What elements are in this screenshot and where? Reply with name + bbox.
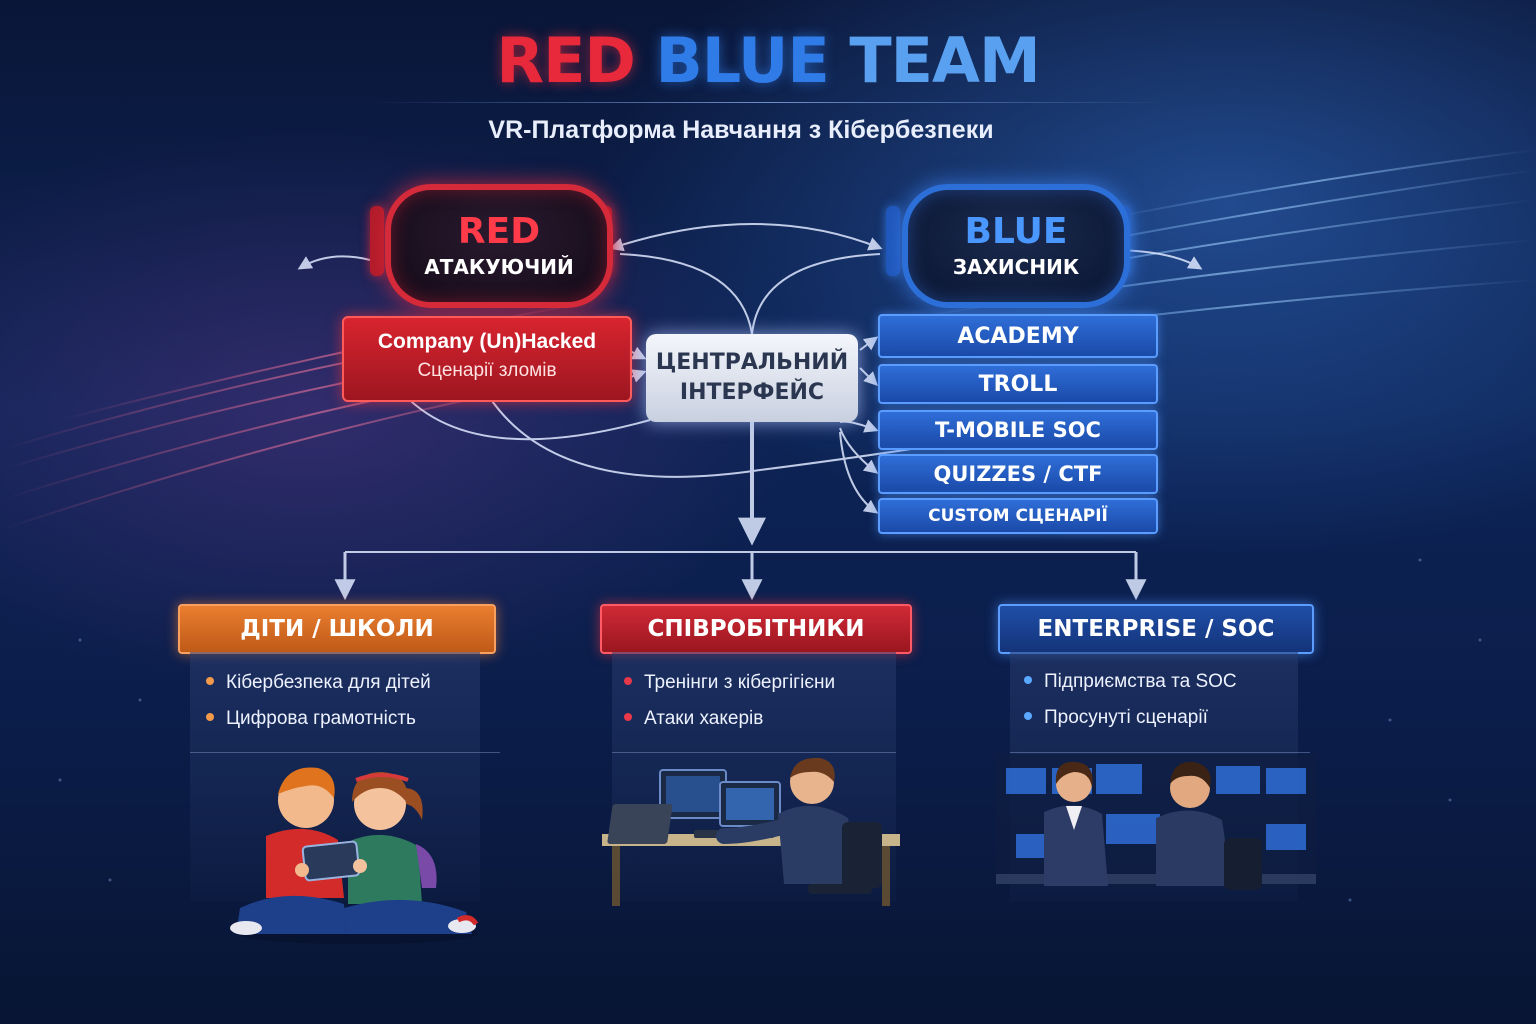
bullet-dot xyxy=(206,712,214,721)
module-label: T-MOBILE SOC xyxy=(935,418,1101,442)
bullet-dot xyxy=(1024,675,1032,684)
module-label: TROLL xyxy=(978,371,1058,397)
audience-employees-title: СПІВРОБІТНИКИ xyxy=(647,616,865,642)
audience-kids-title: ДІТИ / ШКОЛИ xyxy=(240,616,434,642)
panel-divider xyxy=(612,752,896,753)
panel-divider xyxy=(190,752,500,753)
module-quizzes-ctf-button[interactable]: QUIZZES / CTF xyxy=(878,454,1158,494)
module-label: QUIZZES / CTF xyxy=(933,462,1103,486)
audience-kids-bullet-1: Кібербезпека для дітей xyxy=(206,672,431,694)
audience-kids-bullet-2: Цифрова грамотність xyxy=(206,708,416,730)
bullet-text: Атаки хакерів xyxy=(644,708,764,729)
title-team-word: TEAM xyxy=(849,24,1040,97)
vr-headset-red-icon[interactable]: RED АТАКУЮЧИЙ xyxy=(385,184,613,308)
audience-enterprise-bullet-2: Просунуті сценарії xyxy=(1024,707,1208,729)
bullet-dot xyxy=(624,676,632,685)
red-team-name: RED xyxy=(457,211,541,252)
bullet-text: Цифрова грамотність xyxy=(226,708,416,729)
blue-headset-strap-left xyxy=(886,206,900,276)
module-tmobile-soc-button[interactable]: T-MOBILE SOC xyxy=(878,410,1158,450)
bullet-dot xyxy=(206,676,214,685)
page-subtitle: VR-Платформа Навчання з Кібербезпеки xyxy=(488,116,994,144)
module-label: CUSTOM СЦЕНАРІЇ xyxy=(928,506,1108,526)
central-line-2: ІНТЕРФЕЙС xyxy=(679,380,825,405)
red-card-subtitle: Сценарії зломів xyxy=(417,360,557,381)
title-red-word: RED xyxy=(496,24,636,97)
module-custom-scenarios-button[interactable]: CUSTOM СЦЕНАРІЇ xyxy=(878,498,1158,534)
red-team-role: АТАКУЮЧИЙ xyxy=(424,255,574,279)
red-scenarios-card[interactable]: Company (Un)Hacked Сценарії зломів xyxy=(342,316,632,402)
employee-computer-illustration xyxy=(602,757,900,906)
audience-enterprise-header[interactable]: ENTERPRISE / SOC xyxy=(998,604,1314,654)
panel-divider xyxy=(1010,752,1310,753)
red-headset-strap-left xyxy=(370,206,384,276)
module-academy-button[interactable]: ACADEMY xyxy=(878,314,1158,358)
page-title: RED BLUE TEAM xyxy=(0,24,1536,97)
blue-team-name: BLUE xyxy=(964,211,1068,252)
title-divider xyxy=(370,102,1170,103)
bullet-dot xyxy=(1024,711,1032,720)
title-blue-word: BLUE xyxy=(655,24,829,97)
audience-enterprise-bullet-1: Підприємства та SOC xyxy=(1024,671,1237,693)
bullet-text: Кібербезпека для дітей xyxy=(226,672,431,693)
module-label: ACADEMY xyxy=(957,323,1079,349)
bullet-dot xyxy=(624,712,632,721)
red-card-title: Company (Un)Hacked xyxy=(377,330,597,353)
bullet-text: Підприємства та SOC xyxy=(1044,671,1237,692)
audience-employees-header[interactable]: СПІВРОБІТНИКИ xyxy=(600,604,912,654)
audience-employees-bullet-1: Тренінги з кібергігієни xyxy=(624,672,835,694)
central-line-1: ЦЕНТРАЛЬНИЙ xyxy=(655,350,849,375)
central-interface-node[interactable]: ЦЕНТРАЛЬНИЙ ІНТЕРФЕЙС xyxy=(646,334,858,422)
soc-team-illustration xyxy=(996,754,1316,890)
audience-employees-bullet-2: Атаки хакерів xyxy=(624,708,763,730)
audience-kids-header[interactable]: ДІТИ / ШКОЛИ xyxy=(178,604,496,654)
bullet-text: Просунуті сценарії xyxy=(1044,707,1208,728)
bullet-text: Тренінги з кібергігієни xyxy=(644,672,836,693)
blue-team-role: ЗАХИСНИК xyxy=(952,255,1080,279)
children-tablet-illustration xyxy=(230,767,479,944)
audience-enterprise-title: ENTERPRISE / SOC xyxy=(1037,616,1275,642)
module-troll-button[interactable]: TROLL xyxy=(878,364,1158,404)
vr-headset-blue-icon[interactable]: BLUE ЗАХИСНИК xyxy=(902,184,1130,308)
